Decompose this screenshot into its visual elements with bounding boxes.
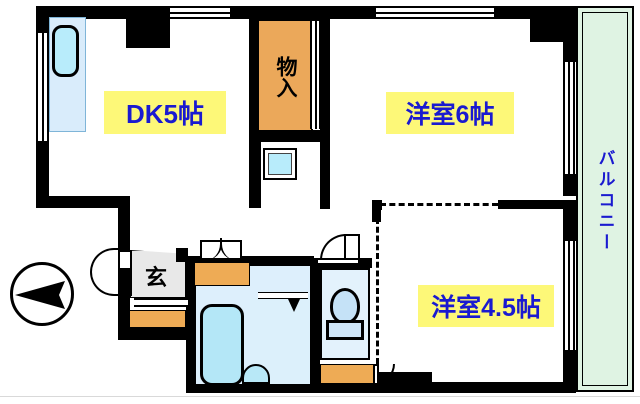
wc-door-threshold xyxy=(318,258,358,265)
interior-wall-between-rooms xyxy=(498,200,576,209)
exterior-wall-left xyxy=(36,6,49,33)
window-top-dk[interactable] xyxy=(170,6,230,19)
bath-wall-top xyxy=(186,256,314,266)
exterior-wall-left-lower xyxy=(36,141,49,207)
exterior-wall-right-room45-bottom xyxy=(563,350,576,392)
room6-label: 洋室6帖 xyxy=(386,92,514,134)
window-room45-balcony[interactable] xyxy=(563,240,575,352)
washroom-small-basin xyxy=(242,364,270,384)
interior-wall-room45-left xyxy=(372,200,381,222)
small-window-under-storage-glass xyxy=(268,153,292,175)
toilet-tank xyxy=(326,320,364,340)
interior-wall-storage-left xyxy=(249,19,258,142)
shoe-cabinet xyxy=(128,310,186,328)
balcony-inner-line xyxy=(582,12,628,386)
wc-door-leaf[interactable] xyxy=(344,234,360,260)
genkan-wall-bottom xyxy=(118,328,188,340)
exterior-wall-right-room6-bottom xyxy=(563,174,576,196)
sliding-partition-room6-room45[interactable] xyxy=(380,203,498,206)
exterior-wall-right-room45-top xyxy=(563,209,576,241)
entrance-door-swing[interactable] xyxy=(90,248,120,296)
compass-icon xyxy=(10,262,74,326)
toilet-bowl xyxy=(330,288,360,324)
room45-closet-door-leaf[interactable] xyxy=(373,364,379,385)
wc-wall-left xyxy=(310,258,320,384)
window-left-dk[interactable] xyxy=(36,33,49,141)
sliding-door-room45-left[interactable] xyxy=(376,218,379,364)
wall-genkan-right-stub xyxy=(176,248,188,262)
plan-frame-bottom xyxy=(0,396,640,397)
wc-door-swing[interactable] xyxy=(320,234,346,260)
dk-room-label: DK5帖 xyxy=(104,91,226,134)
interior-wall-storage-bottom xyxy=(249,130,322,142)
wash-basin-right-wing xyxy=(220,238,240,260)
window-room6-balcony[interactable] xyxy=(563,60,575,176)
bathtub-fixture xyxy=(200,304,244,386)
wc-floor-border xyxy=(320,268,370,360)
genkan-wall-left xyxy=(118,268,130,340)
room45-label: 洋室4.5帖 xyxy=(418,285,554,327)
interior-wall-left-of-room6 xyxy=(249,142,261,208)
interior-wall-room6-left xyxy=(320,19,330,209)
room45-closet xyxy=(320,364,374,384)
kitchen-sink-fixture xyxy=(52,25,79,77)
compass-needle-icon xyxy=(15,281,65,309)
bath-wall-left xyxy=(186,256,196,384)
balcony-label: バルコニー xyxy=(595,148,615,254)
bath-floor-outline xyxy=(194,300,310,384)
structural-pillar-top-right xyxy=(530,6,576,42)
genkan-label: 玄 xyxy=(144,265,167,290)
genkan-step-line xyxy=(134,298,188,307)
window-top-room6[interactable] xyxy=(376,6,494,19)
exterior-wall-top-mid xyxy=(230,6,376,19)
storage-label: 物入 xyxy=(274,56,297,98)
exterior-wall-right-room6-top xyxy=(563,42,576,62)
interior-wall-dk-bottom xyxy=(36,196,130,208)
door-direction-arrow-icon xyxy=(288,299,300,312)
structural-pillar-top xyxy=(126,6,170,48)
wash-counter xyxy=(194,262,250,286)
washroom-sliding-door[interactable] xyxy=(258,292,308,299)
